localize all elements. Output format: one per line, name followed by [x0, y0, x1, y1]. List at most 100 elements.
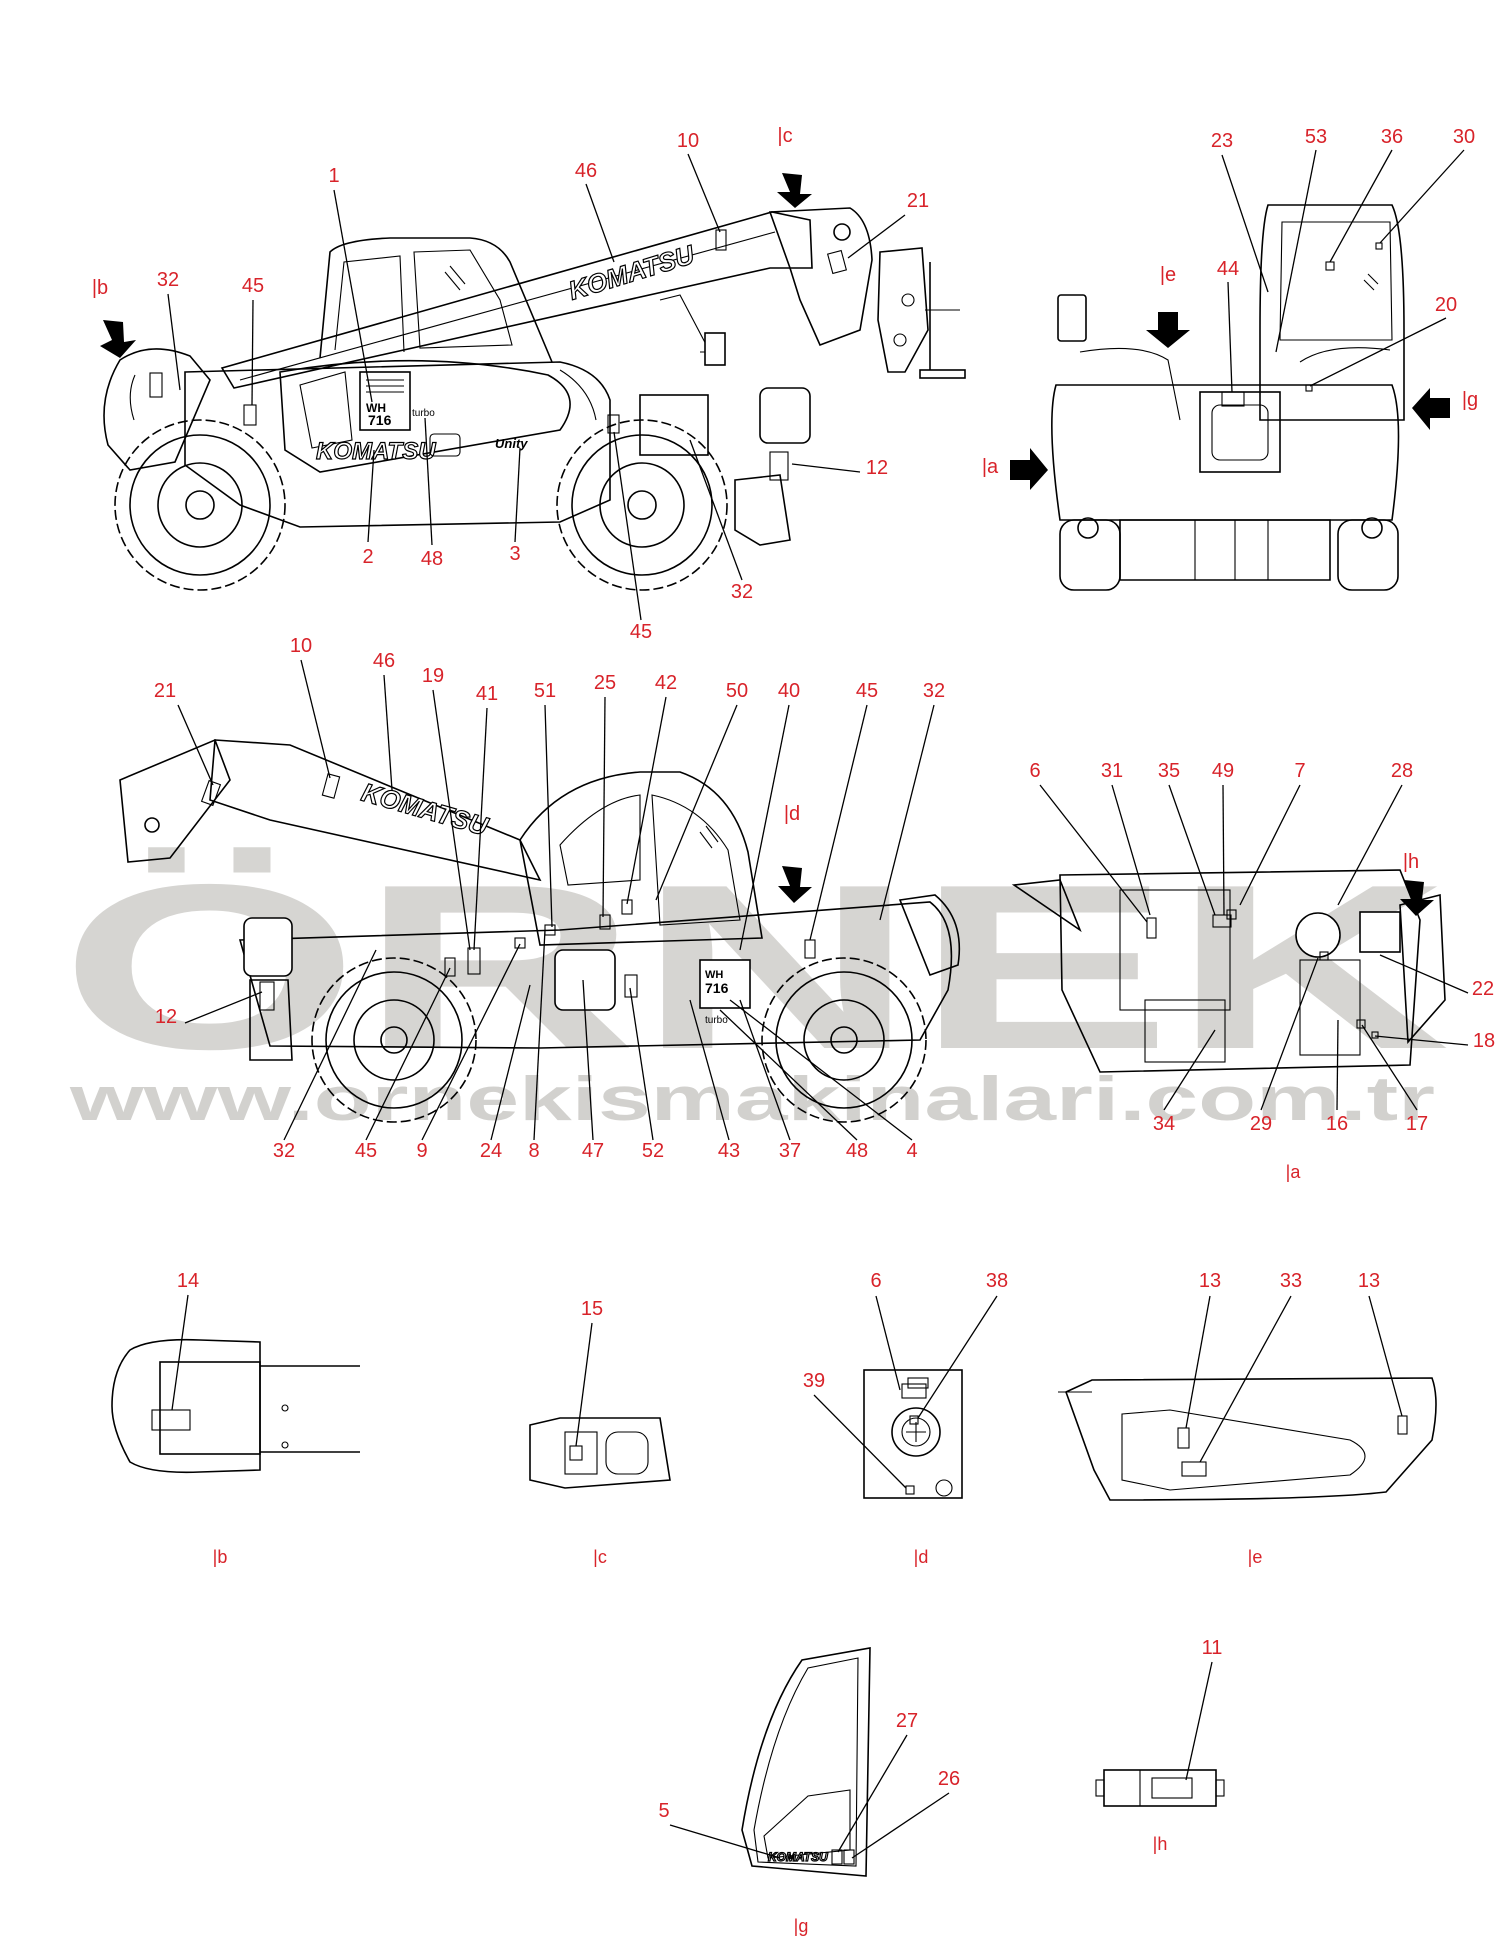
callout-t9: 9: [416, 1140, 427, 1162]
callout-t43: 43: [718, 1140, 740, 1162]
callout-t1: 1: [328, 165, 339, 187]
watermark-url-text: www.ornekismakinalari.com.tr: [68, 1065, 1435, 1134]
callout-t52: 52: [642, 1140, 664, 1162]
view-arrow-b-icon: [100, 320, 136, 358]
brand-komatsu-boom-right: KOMATSU: [358, 777, 492, 842]
callout-t27: 27: [896, 1710, 918, 1732]
callout-tg: |g: [1462, 389, 1478, 411]
turbo-text-right: turbo: [705, 1015, 728, 1026]
callout-t6b: 6: [870, 1270, 881, 1292]
callout-t5: 5: [658, 1800, 669, 1822]
callout-t10b: 10: [290, 635, 312, 657]
view-b-counterweight: [111, 1294, 360, 1474]
callout-t33: 33: [1280, 1270, 1302, 1292]
callout-t16: 16: [1326, 1113, 1348, 1135]
callout-t42: 42: [655, 672, 677, 694]
callout-t6: 6: [1029, 760, 1040, 782]
view-arrow-e-icon: [1146, 312, 1190, 348]
callout-t32a: 32: [157, 269, 179, 291]
callout-t18: 18: [1473, 1030, 1495, 1052]
callout-t28: 28: [1391, 760, 1413, 782]
callout-t48b: 48: [846, 1140, 868, 1162]
model-badge-716-left: 716: [368, 412, 392, 428]
callout-t26: 26: [938, 1768, 960, 1790]
callout-t12a: 12: [866, 457, 888, 479]
callout-t35: 35: [1158, 760, 1180, 782]
model-badge-716-right: 716: [705, 980, 729, 996]
view-arrow-c-icon: [777, 173, 812, 208]
watermark: ÖRNEK www.ornekismakinalari.com.tr: [60, 835, 1450, 1134]
machine-left-side-view: KOMATSU KOMATSU WH 716 turbo Unity: [100, 153, 966, 621]
callout-t4: 4: [906, 1140, 917, 1162]
callout-t23: 23: [1211, 130, 1233, 152]
view-arrow-a-icon: [1010, 448, 1048, 490]
view-a-engine-compartment: [1011, 784, 1469, 1111]
front-wheel-right-view: [311, 957, 477, 1123]
view-captions: |a |b |c |d |e |h |g: [213, 1162, 1302, 1936]
callout-te: |e: [1160, 264, 1176, 286]
callout-tc: |c: [777, 125, 792, 147]
callout-t20: 20: [1435, 294, 1457, 316]
callout-t22: 22: [1472, 978, 1494, 1000]
callout-t45d: 45: [355, 1140, 377, 1162]
rear-wheel-left-view: [114, 419, 286, 591]
callout-t19: 19: [422, 665, 444, 687]
rear-wheel-right-view: [761, 957, 927, 1123]
callout-t48a: 48: [421, 548, 443, 570]
callout-t11: 11: [1202, 1637, 1223, 1659]
view-h-relay-box: [1095, 1661, 1225, 1807]
model-badge-wh-right: WH: [705, 969, 723, 981]
callout-t34: 34: [1153, 1113, 1175, 1135]
unity-badge: Unity: [495, 436, 528, 451]
brand-komatsu-chassis-left: KOMATSU: [316, 438, 436, 465]
view-g-cab-door: KOMATSU: [669, 1647, 950, 1877]
callout-th: |h: [1403, 851, 1419, 873]
callout-t50: 50: [726, 680, 748, 702]
callout-t36: 36: [1381, 126, 1403, 148]
caption-view-g: |g: [794, 1916, 809, 1936]
callout-t45a: 45: [242, 275, 264, 297]
callout-t45b: 45: [630, 621, 652, 643]
caption-view-c: |c: [593, 1547, 607, 1567]
callout-t53: 53: [1305, 126, 1327, 148]
callout-t15: 15: [581, 1298, 603, 1320]
callout-t41: 41: [476, 683, 498, 705]
callout-t7: 7: [1294, 760, 1305, 782]
turbo-text-left: turbo: [412, 408, 435, 419]
callout-t8: 8: [528, 1140, 539, 1162]
callout-t32b: 32: [731, 581, 753, 603]
callout-t12b: 12: [155, 1006, 177, 1028]
callout-t32c: 32: [923, 680, 945, 702]
caption-view-d: |d: [914, 1547, 929, 1567]
caption-view-h: |h: [1153, 1834, 1168, 1854]
callout-tb: |b: [92, 277, 108, 299]
callout-t10: 10: [677, 130, 699, 152]
callout-t13b: 13: [1358, 1270, 1380, 1292]
callout-t32d: 32: [273, 1140, 295, 1162]
callout-t30: 30: [1453, 126, 1475, 148]
callout-t45c: 45: [856, 680, 878, 702]
callout-t25: 25: [594, 672, 616, 694]
callout-t17: 17: [1406, 1113, 1428, 1135]
callout-t44: 44: [1217, 258, 1239, 280]
view-arrow-d-icon: [778, 866, 812, 903]
callout-t24: 24: [480, 1140, 502, 1162]
caption-view-e: |e: [1248, 1547, 1263, 1567]
machine-rear-view: [1010, 149, 1465, 591]
view-e-side-hood: [1058, 1295, 1437, 1501]
caption-view-a: |a: [1286, 1162, 1302, 1182]
callout-t13a: 13: [1199, 1270, 1221, 1292]
callout-t21b: 21: [154, 680, 176, 702]
callout-t3: 3: [509, 543, 520, 565]
callout-t46b: 46: [373, 650, 395, 672]
callout-t37: 37: [779, 1140, 801, 1162]
callout-ta1: |a: [982, 456, 999, 478]
caption-view-b: |b: [213, 1547, 228, 1567]
view-arrow-h-icon: [1400, 880, 1434, 916]
callout-t2: 2: [362, 546, 373, 568]
callout-t38: 38: [986, 1270, 1008, 1292]
callout-t29: 29: [1250, 1113, 1272, 1135]
callout-t31: 31: [1101, 760, 1123, 782]
